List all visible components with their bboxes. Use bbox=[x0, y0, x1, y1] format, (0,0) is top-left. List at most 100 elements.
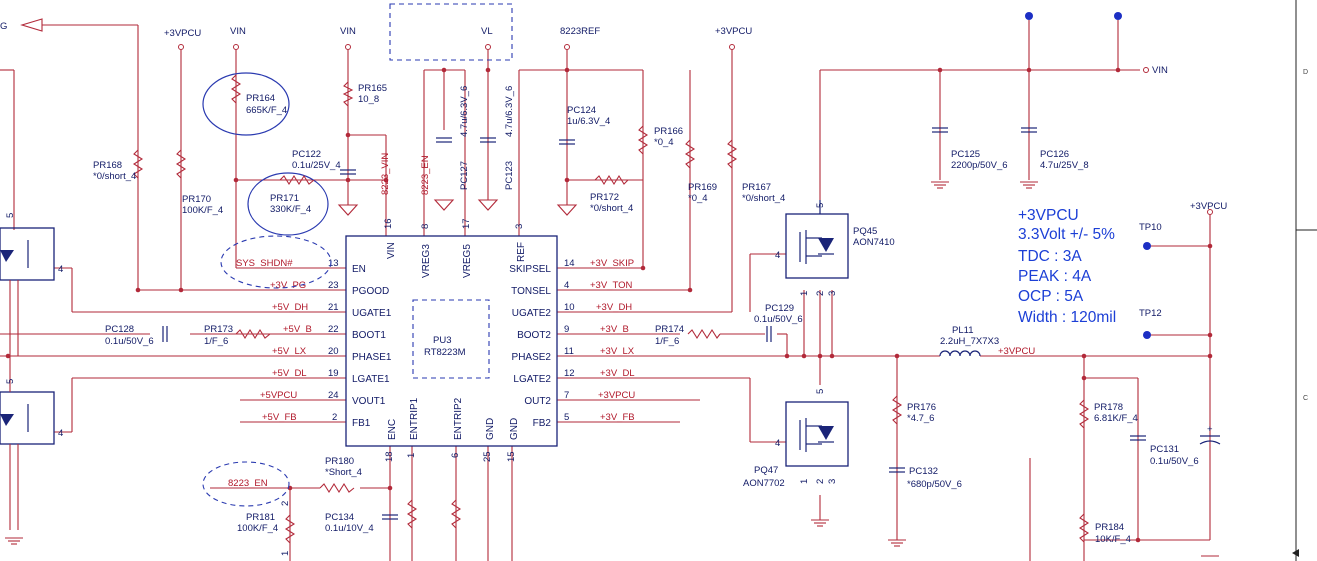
label-3vpcu-a: +3VPCU bbox=[164, 28, 201, 39]
pin-num-13: 13 bbox=[328, 258, 339, 269]
svg-text:1: 1 bbox=[799, 291, 810, 296]
label-3vpcu-c: +3VPCU bbox=[1190, 201, 1227, 212]
pin-ugate2: UGATE2 bbox=[512, 308, 552, 319]
val-pc124: 1u/6.3V_4 bbox=[567, 116, 610, 127]
net-3v-dl: +3V_DL bbox=[600, 368, 635, 379]
svg-text:4: 4 bbox=[58, 264, 63, 275]
pin-num-20: 20 bbox=[328, 346, 339, 357]
pin-fb1: FB1 bbox=[352, 418, 371, 429]
pin-num-17: 17 bbox=[461, 218, 472, 229]
pin-num-6: 6 bbox=[450, 453, 461, 458]
ref-pc125: PC125 bbox=[951, 149, 980, 160]
pin-num-11: 11 bbox=[564, 346, 574, 357]
net-3v-dh: +3V_DH bbox=[596, 302, 632, 313]
val-pc129: 0.1u/50V_6 bbox=[754, 314, 803, 325]
ref-pq47: PQ47 bbox=[754, 465, 778, 476]
val-pr181: 100K/F_4 bbox=[237, 523, 278, 534]
pin-out2: OUT2 bbox=[524, 396, 551, 407]
mosfet-pq47 bbox=[785, 401, 849, 467]
annotations bbox=[202, 3, 513, 507]
svg-text:5: 5 bbox=[815, 389, 826, 394]
ref-pc127: PC127 bbox=[459, 161, 470, 190]
ref-pr165: PR165 bbox=[358, 83, 387, 94]
val-pc127: 4.7u/6.3V_6 bbox=[459, 86, 470, 137]
svg-text:3: 3 bbox=[827, 291, 838, 296]
tp12-dot bbox=[1143, 331, 1151, 339]
pin-phase2: PHASE2 bbox=[512, 352, 552, 363]
chip-pu3: PU3 RT8223M EN PGOOD UGATE1 BOOT1 PHASE1… bbox=[328, 218, 575, 462]
ref-pr171: PR171 bbox=[270, 193, 299, 204]
net-3v-b: +3V_B bbox=[600, 324, 629, 335]
net-3v-skip: +3V_SKIP bbox=[590, 258, 634, 269]
val-pr168: *0/short_4 bbox=[93, 171, 136, 182]
ref-pr170: PR170 bbox=[182, 194, 211, 205]
pin-vout1: VOUT1 bbox=[352, 396, 386, 407]
pin-num-4: 4 bbox=[564, 280, 569, 291]
ground-symbols bbox=[5, 181, 1219, 557]
pin-num-22: 22 bbox=[328, 324, 339, 335]
pin-gnd-b: GND bbox=[509, 418, 520, 440]
val-pc122: 0.1u/25V_4 bbox=[292, 160, 341, 171]
svg-text:2: 2 bbox=[815, 291, 826, 296]
ref-pr164: PR164 bbox=[246, 93, 275, 104]
val-pc128: 0.1u/50V_6 bbox=[105, 336, 154, 347]
inductor-pl11 bbox=[939, 350, 981, 357]
val-pr174: 1/F_6 bbox=[655, 336, 679, 347]
pin-entrip1: ENTRIP1 bbox=[409, 397, 420, 440]
val-pc134: 0.1u/10V_4 bbox=[325, 523, 374, 534]
net-3vpcu-inductor: +3VPCU bbox=[998, 346, 1035, 357]
ref-pr167: PR167 bbox=[742, 182, 771, 193]
ref-pr176: PR176 bbox=[907, 402, 936, 413]
ref-pr166: PR166 bbox=[654, 126, 683, 137]
val-pr180: *Short_4 bbox=[325, 467, 362, 478]
svg-text:1: 1 bbox=[799, 479, 810, 484]
pin-boot2: BOOT2 bbox=[517, 330, 551, 341]
ref-pl11: PL11 bbox=[952, 325, 973, 336]
component-labels: PR164 665K/F_4 PR165 10_8 PR168 *0/short… bbox=[93, 83, 1199, 545]
ref-pq45: PQ45 bbox=[853, 226, 877, 237]
pin-ref: REF bbox=[516, 242, 527, 262]
pin-num-7: 7 bbox=[564, 390, 569, 401]
val-pr173: 1/F_6 bbox=[204, 336, 228, 347]
val-pr166: *0_4 bbox=[654, 137, 674, 148]
ref-pc132: PC132 bbox=[909, 466, 938, 477]
pin-num-10: 10 bbox=[564, 302, 575, 313]
pin-vreg3: VREG3 bbox=[421, 244, 432, 278]
pin-num-24: 24 bbox=[328, 390, 339, 401]
ref-pr184: PR184 bbox=[1095, 522, 1124, 533]
val-pq47: AON7702 bbox=[743, 478, 785, 489]
spec-title: +3VPCU bbox=[1018, 207, 1079, 224]
resistors bbox=[132, 74, 1090, 544]
net-8223-vin: 8223_VIN bbox=[380, 153, 391, 195]
pin-num-5: 5 bbox=[564, 412, 569, 423]
pin-tonsel: TONSEL bbox=[511, 286, 551, 297]
val-pc125: 2200p/50V_6 bbox=[951, 160, 1008, 171]
pin-num-8: 8 bbox=[420, 224, 431, 229]
junction-dots bbox=[5, 67, 1213, 543]
label-vin-a: VIN bbox=[230, 26, 246, 37]
ref-pc131: PC131 bbox=[1150, 444, 1179, 455]
net-5v-lx: +5V_LX bbox=[272, 346, 307, 357]
val-pc126: 4.7u/25V_8 bbox=[1040, 160, 1089, 171]
pin-num-25: 25 bbox=[482, 451, 493, 462]
power-symbols: +3VPCU VIN VIN VL 8223REF +3VPCU VIN +3V… bbox=[0, 12, 1227, 215]
val-pc132: *680p/50V_6 bbox=[907, 479, 962, 490]
ref-pc126: PC126 bbox=[1040, 149, 1069, 160]
ref-pc122: PC122 bbox=[292, 149, 321, 160]
pin-num-18: 18 bbox=[384, 451, 395, 462]
net-8223-en: 8223_EN bbox=[420, 155, 431, 195]
pin-ugate1: UGATE1 bbox=[352, 308, 392, 319]
net-3vpcu-out2: +3VPCU bbox=[598, 390, 635, 401]
pin-phase1: PHASE1 bbox=[352, 352, 392, 363]
pin-enc: ENC bbox=[387, 419, 398, 440]
ref-pc124: PC124 bbox=[567, 105, 596, 116]
pin-entrip2: ENTRIP2 bbox=[453, 397, 464, 440]
val-pl11: 2.2uH_7X7X3 bbox=[940, 336, 999, 347]
svg-text:5: 5 bbox=[815, 203, 826, 208]
spec-block: +3VPCU 3.3Volt +/- 5% TDC : 3A PEAK : 4A… bbox=[1018, 207, 1116, 326]
pin-vin: VIN bbox=[386, 242, 397, 259]
mosfet-pin-numbers: 4 5 1 2 3 4 5 1 2 3 4 5 4 5 2 1 bbox=[5, 203, 838, 556]
ref-pr172: PR172 bbox=[590, 192, 619, 203]
val-pq45: AON7410 bbox=[853, 237, 895, 248]
